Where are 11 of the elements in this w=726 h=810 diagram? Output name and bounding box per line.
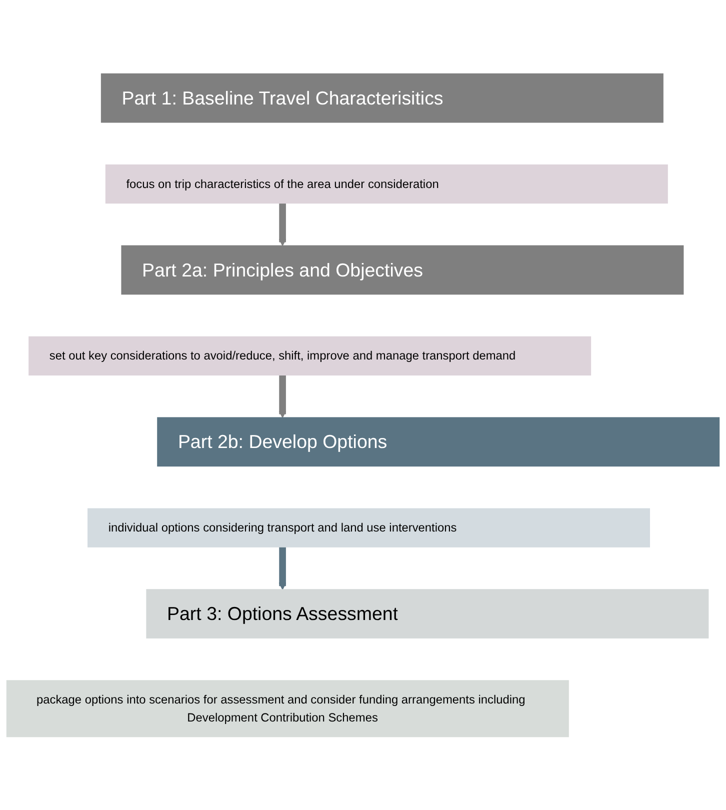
node-box: individual options considering transport and land use interventions xyxy=(88,508,650,548)
node-box: Part 2a: Principles and Objectives xyxy=(121,245,684,294)
arrow xyxy=(278,546,286,590)
arrow xyxy=(278,202,286,246)
node-box: focus on trip characteristics of the area under consideration xyxy=(105,164,668,204)
node-box: Part 1: Baseline Travel Characterisitics xyxy=(100,73,664,122)
arrow xyxy=(278,374,286,418)
node-box: package options into scenarios for assessment and consider funding arrangements including Development Contribution Schemes xyxy=(6,680,569,737)
node-box: Part 3: Options Assessment xyxy=(146,588,709,638)
node-box: Part 2b: Develop Options xyxy=(157,416,720,466)
node-box: set out key considerations to avoid/reduce, shift, improve and manage transport demand xyxy=(28,336,592,376)
